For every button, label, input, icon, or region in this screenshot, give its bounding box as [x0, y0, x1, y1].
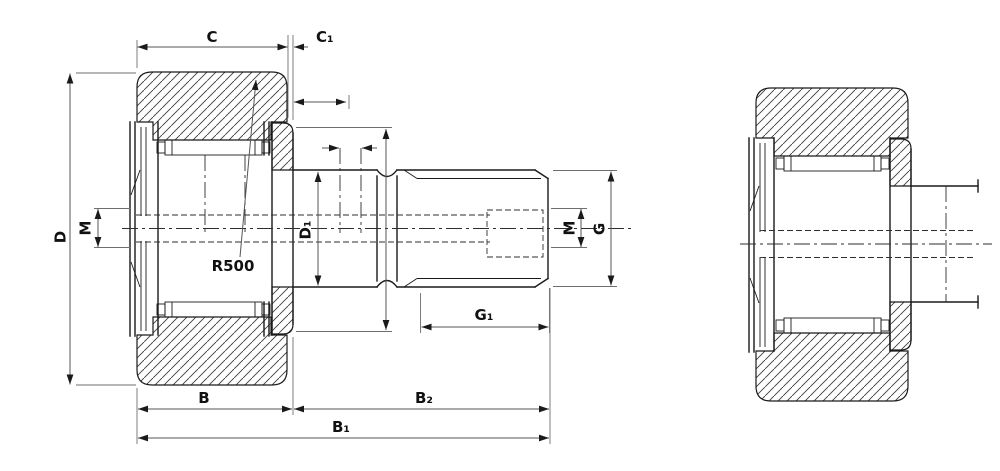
dim-m-left: M [77, 208, 131, 248]
dim-b1: B₁ [138, 418, 549, 442]
dim-r500: R500 [212, 79, 259, 275]
dim-label-g1: G₁ [475, 306, 494, 324]
dim-label-b1: B₁ [332, 418, 350, 436]
side-washers [129, 121, 270, 337]
dim-c1: C₁ [294, 28, 334, 51]
stud-flange-section-right [889, 138, 912, 351]
dim-label-g: G [591, 223, 609, 235]
dim-label-m-right: M [561, 221, 579, 236]
dim-g: G [553, 170, 617, 287]
hidden-bore-and-holes [136, 148, 544, 258]
right-view-sectioned-bearing [740, 87, 992, 402]
dim-m-right: M [551, 208, 587, 248]
dim-label-m-left: M [77, 221, 95, 236]
mating-shaft-right [910, 179, 979, 309]
outer-ring-section-right [755, 87, 909, 402]
left-view-sectioned-bearing: C C₁ D M R500 D₁ [52, 28, 632, 444]
dim-b: B [136, 337, 294, 444]
dim-label-r500: R500 [212, 257, 255, 275]
dim-b2: B₂ [294, 288, 551, 444]
needle-rollers-right [775, 155, 890, 334]
dim-d1: D₁ [297, 172, 322, 286]
outer-ring-section [136, 71, 288, 386]
dim-label-d: D [52, 231, 70, 243]
side-washers-right [748, 137, 766, 353]
dim-flange-offset [294, 95, 350, 109]
dim-c: C [136, 28, 294, 120]
dim-label-b2: B₂ [415, 389, 433, 407]
dim-flange-diameter [296, 127, 392, 332]
needle-rollers [156, 139, 271, 318]
dim-d: D [52, 72, 136, 386]
dim-label-d1: D₁ [297, 220, 315, 239]
dim-g1: G₁ [420, 288, 550, 333]
dim-label-c1: C₁ [316, 28, 334, 46]
dim-label-b: B [198, 389, 209, 407]
dim-label-c: C [206, 28, 217, 46]
